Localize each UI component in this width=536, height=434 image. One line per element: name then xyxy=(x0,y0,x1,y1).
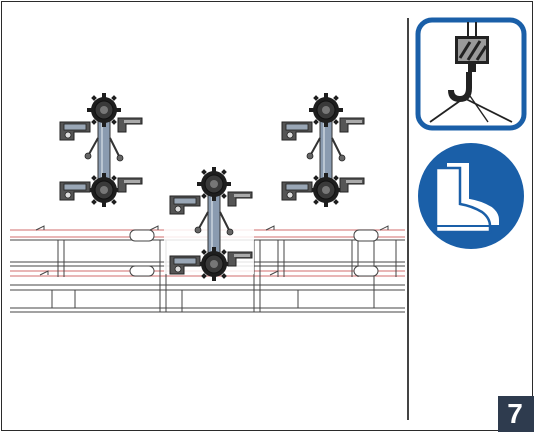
safety-boots-icon xyxy=(418,143,524,249)
page-number: 7 xyxy=(507,398,523,429)
page-number-badge xyxy=(498,396,534,432)
axle-unit-right xyxy=(282,93,364,207)
axle-unit-center xyxy=(164,167,254,281)
axle-unit-left xyxy=(60,93,142,207)
crane-hook-icon xyxy=(415,17,527,131)
column-divider xyxy=(407,18,409,420)
